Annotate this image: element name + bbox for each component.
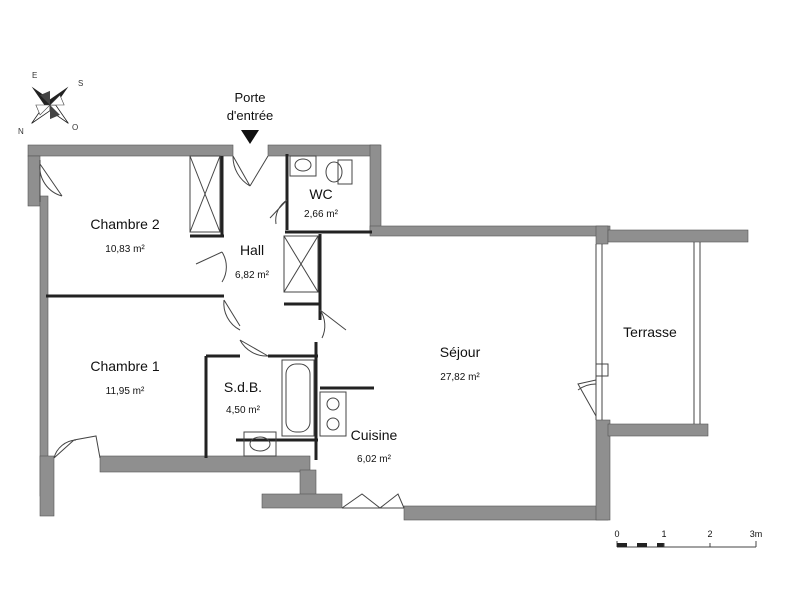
- compass-south-letter: S: [78, 79, 83, 88]
- cuisine-window: [341, 493, 405, 509]
- room-name-sdb: S.d.B.: [224, 379, 262, 395]
- room-area-sdb: 4,50 m²: [226, 405, 261, 416]
- room-area-hall: 6,82 m²: [235, 270, 270, 281]
- doors: [39, 155, 597, 509]
- closet-chambre2: [189, 155, 221, 233]
- windows: [595, 242, 701, 424]
- compass-rose: [31, 86, 69, 124]
- sejour-door: [319, 309, 347, 339]
- fixtures: [189, 155, 353, 457]
- chambre2-window: [39, 160, 63, 202]
- compass-west-letter: O: [72, 123, 78, 132]
- scale-tick-label: 2: [707, 529, 712, 539]
- entrance-arrow-icon: [241, 130, 259, 144]
- kitchen-counter: [319, 391, 347, 437]
- scale-tick-label: 0: [614, 529, 619, 539]
- room-name-chambre1: Chambre 1: [90, 358, 159, 374]
- scale-tick-label: 1: [661, 529, 666, 539]
- compass-needle: [49, 94, 65, 106]
- compass-needle: [50, 105, 60, 120]
- scale-tick-label: 3m: [750, 529, 763, 539]
- room-area-chambre1: 11,95 m²: [106, 386, 145, 397]
- room-area-chambre2: 10,83 m²: [105, 244, 145, 255]
- room-name-chambre2: Chambre 2: [90, 216, 159, 232]
- sdb-door: [239, 339, 269, 357]
- room-name-sejour: Séjour: [440, 344, 481, 360]
- compass-needle: [35, 104, 51, 116]
- room-area-wc: 2,66 m²: [304, 209, 339, 220]
- room-name-cuisine: Cuisine: [351, 427, 398, 443]
- entrance-door: [232, 155, 269, 187]
- room-name-wc: WC: [309, 186, 332, 202]
- toilet: [337, 159, 353, 185]
- compass-needle: [40, 90, 50, 105]
- room-area-sejour: 27,82 m²: [440, 372, 480, 383]
- bathroom-sink: [243, 431, 277, 457]
- room-labels: Chambre 2 10,83 m² Hall 6,82 m² WC 2,66 …: [90, 186, 677, 465]
- wc-door: [269, 199, 288, 225]
- terrace-door: [577, 379, 597, 417]
- bathtub: [281, 359, 315, 437]
- closet-hall: [283, 235, 319, 293]
- room-name-terrasse: Terrasse: [623, 324, 677, 340]
- chambre2-door: [195, 251, 227, 283]
- chambre1-window: [53, 435, 101, 459]
- scale-bar: 0 1 2 3m: [614, 529, 763, 548]
- room-area-cuisine: 6,02 m²: [357, 454, 392, 465]
- entrance-label-line2: d'entrée: [227, 108, 274, 123]
- hall-door: [223, 299, 241, 331]
- compass-north-letter: N: [18, 127, 24, 136]
- compass-east-letter: E: [32, 71, 37, 80]
- washbasin-wc: [289, 155, 317, 177]
- entrance-label-line1: Porte: [234, 90, 265, 105]
- interior-walls: [46, 154, 374, 460]
- room-name-hall: Hall: [240, 242, 264, 258]
